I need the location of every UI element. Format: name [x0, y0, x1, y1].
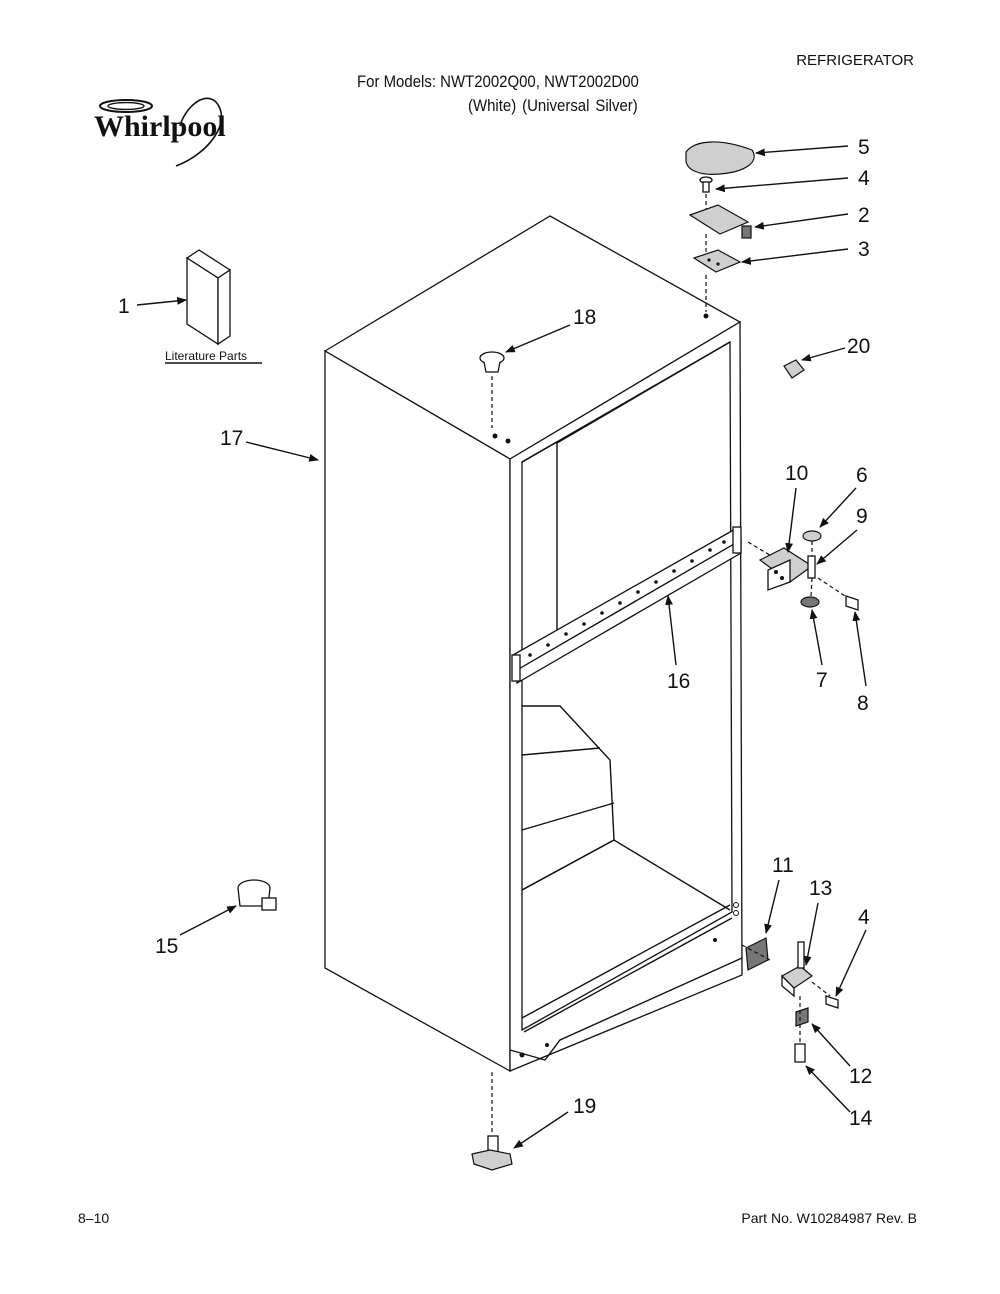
variants-line: (White) (Universal Silver): [468, 96, 638, 115]
literature-parts-label: Literature Parts: [165, 349, 247, 363]
logo-text: Whirlpool: [94, 110, 226, 143]
leveling-foot-part-19: [471, 1072, 513, 1171]
callout-9: 9: [856, 505, 868, 528]
center-hinge-assembly: [747, 530, 859, 611]
top-hinge-part-2: [688, 204, 752, 254]
callout-12: 12: [849, 1065, 872, 1088]
plug-part-18: [479, 351, 505, 428]
screw-part-14: [794, 1043, 806, 1063]
door-stop-part-20: [783, 359, 805, 379]
hinge-shim-part-3: [692, 249, 742, 312]
callout-16: 16: [667, 670, 690, 693]
bracket-part-12: [795, 1007, 809, 1027]
screw-part-8: [845, 595, 859, 611]
cabinet-part-17: [323, 215, 743, 1073]
leveling-part-15: [237, 879, 277, 911]
hinge-cover-part-5: [685, 141, 755, 175]
callout-14: 14: [849, 1107, 873, 1130]
footer-part-number: Part No. W10284987 Rev. B: [741, 1210, 917, 1226]
screw-part-4-bottom: [825, 995, 839, 1009]
callout-10: 10: [785, 462, 808, 485]
callout-3: 3: [858, 238, 870, 261]
callout-6: 6: [856, 464, 868, 487]
callout-8: 8: [857, 692, 869, 715]
models-line: For Models: NWT2002Q00, NWT2002D00: [357, 72, 639, 91]
leader-lines: [136, 145, 867, 1149]
bottom-hinge-assembly: [741, 937, 839, 1063]
callout-19: 19: [573, 1095, 596, 1118]
page-category: REFRIGERATOR: [796, 52, 914, 69]
screw-part-4-top: [699, 176, 713, 212]
callout-18: 18: [573, 306, 596, 329]
literature-parts-part-1: Literature Parts: [165, 249, 262, 364]
shim-part-11: [745, 937, 769, 971]
callout-20: 20: [847, 335, 870, 358]
whirlpool-logo: Whirlpool: [94, 97, 226, 167]
washer-part-6: [802, 530, 822, 542]
callout-5: 5: [858, 136, 870, 159]
callout-4-top: 4: [858, 167, 870, 190]
callout-15: 15: [155, 935, 178, 958]
callout-1: 1: [118, 295, 130, 318]
washer-part-7: [800, 596, 820, 608]
callout-4-bottom: 4: [858, 906, 870, 929]
hinge-pin-part-9: [807, 555, 816, 579]
footer-date: 8–10: [78, 1210, 110, 1226]
divider-rail-part-16: [511, 526, 742, 685]
callout-7: 7: [816, 669, 828, 692]
callout-17: 17: [220, 427, 243, 450]
callout-13: 13: [809, 877, 832, 900]
callout-2: 2: [858, 204, 870, 227]
callout-11: 11: [772, 854, 794, 877]
